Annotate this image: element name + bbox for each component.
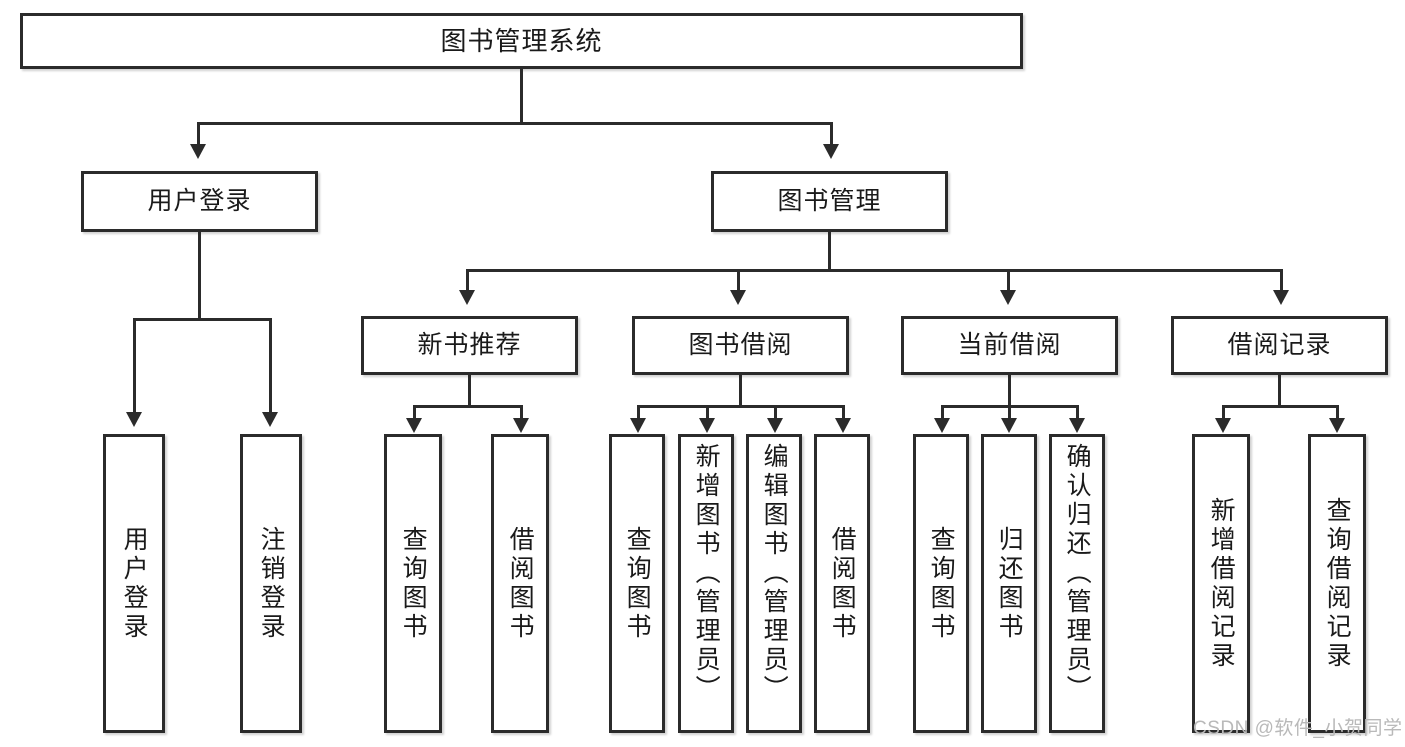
leaf-query-book-1[interactable]: 查询图书 <box>384 434 442 733</box>
node-label: 借阅记录 <box>1227 330 1332 359</box>
connector-drop-book-borrow <box>737 269 740 292</box>
arrowhead-leaf-logout-login <box>262 412 278 427</box>
node-label: 查询借阅记录 <box>1323 496 1352 671</box>
node-label: 查询图书 <box>927 525 956 642</box>
node-book-management[interactable]: 图书管理 <box>711 171 948 232</box>
arrowhead-query-record <box>1329 418 1345 433</box>
node-label: 新增图书（管理员） <box>692 443 721 704</box>
leaf-user-login[interactable]: 用户登录 <box>103 434 165 733</box>
leaf-borrow-book-2[interactable]: 借阅图书 <box>814 434 870 733</box>
arrowhead-add-book <box>699 418 715 433</box>
leaf-borrow-book-1[interactable]: 借阅图书 <box>491 434 549 733</box>
node-label: 借阅图书 <box>506 525 535 642</box>
node-label: 图书借阅 <box>688 330 793 359</box>
connector-drop-query-book-1 <box>413 405 416 419</box>
node-borrow-record[interactable]: 借阅记录 <box>1171 316 1388 375</box>
connector-level3-bus <box>466 269 1283 272</box>
node-system-root[interactable]: 图书管理系统 <box>20 13 1023 69</box>
connector-borrow-record-stem <box>1278 375 1281 405</box>
arrowhead-user-login <box>190 144 206 159</box>
connector-current-borrow-stem <box>1008 375 1011 405</box>
arrowhead-query-book-2 <box>630 418 646 433</box>
connector-drop-borrow-book-1 <box>520 405 523 419</box>
node-label: 图书管理系统 <box>440 25 603 56</box>
csdn-watermark: CSDN @软件_小贺同学 <box>1193 718 1403 739</box>
node-label: 归还图书 <box>995 525 1024 642</box>
arrowhead-borrow-book-2 <box>835 418 851 433</box>
leaf-add-book[interactable]: 新增图书（管理员） <box>678 434 734 733</box>
leaf-query-book-3[interactable]: 查询图书 <box>913 434 969 733</box>
node-label: 确认归还（管理员） <box>1063 443 1092 704</box>
connector-drop-confirm-return <box>1076 405 1079 419</box>
arrowhead-return-book <box>1001 418 1017 433</box>
connector-drop-user-login <box>197 122 200 146</box>
node-label: 编辑图书（管理员） <box>760 443 789 704</box>
leaf-confirm-return[interactable]: 确认归还（管理员） <box>1049 434 1105 733</box>
leaf-add-record[interactable]: 新增借阅记录 <box>1192 434 1250 733</box>
connector-drop-borrow-record <box>1280 269 1283 292</box>
connector-new-book-stem <box>468 375 471 405</box>
connector-drop-edit-book <box>774 405 777 419</box>
leaf-edit-book[interactable]: 编辑图书（管理员） <box>746 434 802 733</box>
arrowhead-leaf-user-login <box>126 412 142 427</box>
arrowhead-book-management <box>823 144 839 159</box>
connector-drop-new-book-recommend <box>466 269 469 292</box>
arrowhead-query-book-3 <box>934 418 950 433</box>
connector-drop-current-borrow <box>1007 269 1010 292</box>
connector-borrow-record-bus <box>1222 405 1338 408</box>
connector-drop-query-book-3 <box>941 405 944 419</box>
arrowhead-query-book-1 <box>406 418 422 433</box>
connector-book-borrow-bus <box>637 405 845 408</box>
connector-drop-return-book <box>1008 405 1011 419</box>
connector-drop-leaf-logout-login <box>269 318 272 414</box>
node-label: 图书管理 <box>777 186 882 215</box>
connector-root-bus <box>197 122 833 125</box>
connector-drop-add-book <box>706 405 709 419</box>
leaf-return-book[interactable]: 归还图书 <box>981 434 1037 733</box>
arrowhead-borrow-book-1 <box>513 418 529 433</box>
arrowhead-new-book-recommend <box>459 290 475 305</box>
node-new-book-recommend[interactable]: 新书推荐 <box>361 316 578 375</box>
node-label: 新增借阅记录 <box>1207 496 1236 671</box>
connector-book-borrow-stem <box>739 375 742 405</box>
arrowhead-current-borrow <box>1000 290 1016 305</box>
connector-root-stem <box>520 69 523 122</box>
leaf-logout-login[interactable]: 注销登录 <box>240 434 302 733</box>
connector-book-management-stem <box>828 232 831 269</box>
connector-drop-book-management <box>830 122 833 146</box>
arrowhead-book-borrow <box>730 290 746 305</box>
node-label: 查询图书 <box>399 525 428 642</box>
arrowhead-borrow-record <box>1273 290 1289 305</box>
connector-drop-query-record <box>1336 405 1339 419</box>
connector-drop-query-book-2 <box>637 405 640 419</box>
node-current-borrow[interactable]: 当前借阅 <box>901 316 1118 375</box>
connector-new-book-bus <box>413 405 523 408</box>
connector-user-login-stem <box>198 232 201 318</box>
node-label: 用户登录 <box>120 525 149 642</box>
node-label: 当前借阅 <box>957 330 1062 359</box>
arrowhead-confirm-return <box>1069 418 1085 433</box>
node-book-borrow[interactable]: 图书借阅 <box>632 316 849 375</box>
leaf-query-record[interactable]: 查询借阅记录 <box>1308 434 1366 733</box>
node-label: 注销登录 <box>257 525 286 642</box>
node-label: 查询图书 <box>623 525 652 642</box>
node-label: 用户登录 <box>147 186 252 215</box>
leaf-query-book-2[interactable]: 查询图书 <box>609 434 665 733</box>
connector-drop-add-record <box>1222 405 1225 419</box>
connector-drop-borrow-book-2 <box>842 405 845 419</box>
arrowhead-add-record <box>1215 418 1231 433</box>
node-label: 新书推荐 <box>417 330 522 359</box>
connector-user-login-bus <box>133 318 272 321</box>
node-user-login[interactable]: 用户登录 <box>81 171 318 232</box>
arrowhead-edit-book <box>767 418 783 433</box>
node-label: 借阅图书 <box>828 525 857 642</box>
connector-drop-leaf-user-login <box>133 318 136 414</box>
